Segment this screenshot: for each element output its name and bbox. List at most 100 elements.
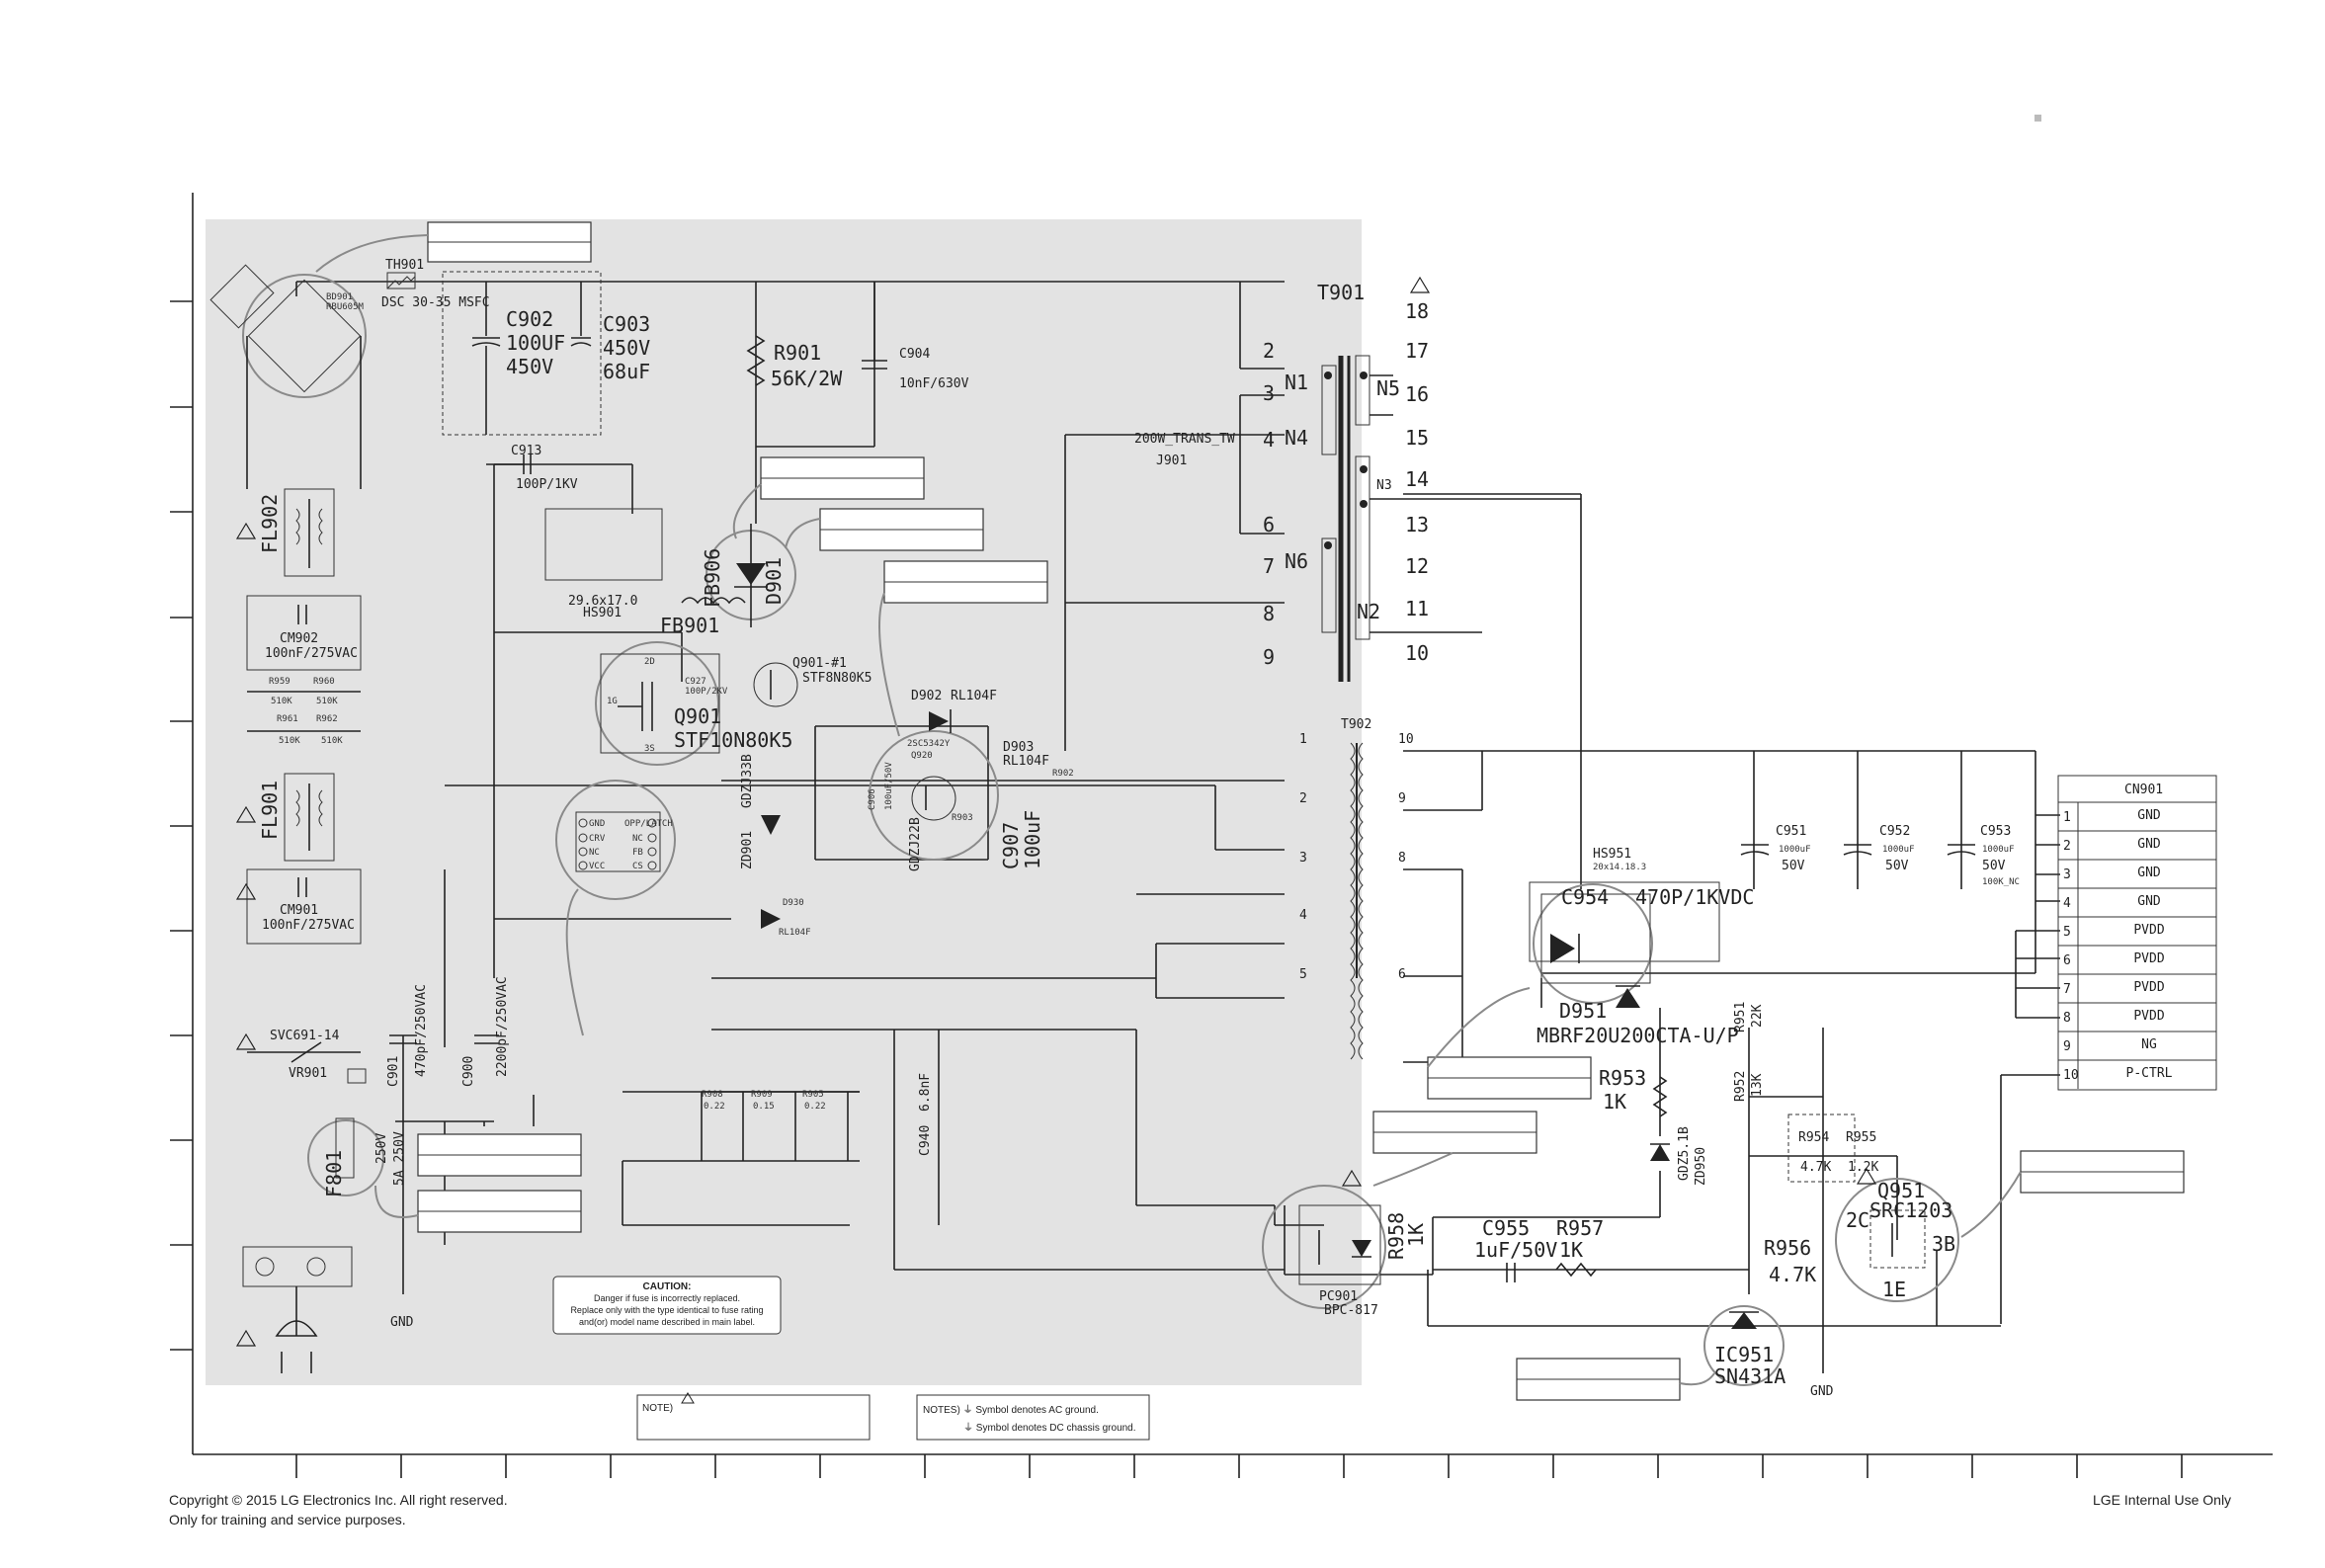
r957-label: R957 [1556,1216,1604,1240]
fb901-label: FB901 [660,614,719,637]
svg-text:CRV: CRV [589,834,606,844]
svg-text:OPP/LATCH: OPP/LATCH [624,819,673,829]
cn901-pin-number: 3 [2063,867,2071,882]
warning-icon [235,1329,257,1347]
diode-d902: D902 RL104F [911,689,997,733]
cn901-pin-number: 8 [2063,1011,2071,1026]
q901-1-part: STF8N80K5 [802,671,872,686]
ic951-label: IC951 [1714,1343,1774,1366]
capacitor-cm901: CM901 100nF/275VAC [246,868,362,945]
t902-pin-left: 4 [1299,908,1307,923]
r959-label: R959 [269,677,291,687]
c953-label: C953 [1980,824,2011,839]
fl902-label: FL902 [258,494,282,553]
hs901-dim: 29.6x17.0 [568,594,637,609]
c902-label: C902 [506,307,553,331]
trans-label: 200W_TRANS_TW [1134,432,1235,447]
d902-label: D902 [911,689,942,703]
capacitor-c940: C940 6.8nF [918,1030,940,1225]
t901-pin-left: 7 [1263,554,1275,578]
t901-pin-left: 6 [1263,513,1275,536]
t902-pin-left: 2 [1299,791,1307,806]
cn901-pin-number: 10 [2063,1068,2079,1083]
t901-pin-left: 2 [1263,339,1275,363]
warning-icon [235,882,257,900]
c913-label: C913 [511,444,541,458]
r962-value: 510K [321,736,343,746]
t901-pin-left: 4 [1263,428,1275,452]
r951-label: R951 [1733,1002,1748,1032]
n5-label: N5 [1376,376,1400,400]
th901-label: TH901 [385,258,424,273]
t902-pin-right: 10 [1398,732,1414,747]
d901-label: D901 [762,557,786,605]
d902-part: RL104F [951,689,997,703]
c951-value: 1000uF [1779,845,1811,855]
bridge-rectifier-bd901: BD901 RBU605M [209,264,367,398]
r956-label: R956 [1764,1236,1811,1260]
r905-label: R905 [802,1090,824,1100]
c952-label: C952 [1879,824,1910,839]
c952-voltage: 50V [1885,859,1909,873]
r953-value: 1K [1603,1090,1626,1114]
dsc-label: DSC 30-35 MSFC [381,295,490,310]
c955-label: C955 [1482,1216,1530,1240]
transistor-q920: 2SC5342Y Q920 C906 100uF/50V R903 [868,730,999,861]
caution-line1: Danger if fuse is incorrectly replaced. [594,1293,740,1303]
t901-pin-right: 13 [1405,513,1429,536]
r908-label: R908 [702,1090,723,1100]
t902-pin-left: 1 [1299,732,1307,747]
t901-pin-right: 10 [1405,641,1429,665]
hs951-dim: 20x14.18.3 [1593,863,1646,872]
cn901-pin-name: PVDD [2133,923,2164,938]
cm902-label: CM902 [280,631,318,646]
r955-label: R955 [1846,1130,1876,1145]
c940-label: C940 [918,1125,933,1156]
r909-value: 0.15 [753,1102,775,1112]
q901-1-label: Q901-#1 [792,656,847,671]
t901-pin-right: 17 [1405,339,1429,363]
svg-text:GND: GND [589,819,605,829]
y-capacitors: C901 470pF/250VAC C900 2200pF/250VAC [386,976,510,1087]
t902-pin-left: 3 [1299,851,1307,866]
note-dc-text: ⏚ Symbol denotes DC chassis ground. [963,1422,1136,1434]
c903-value1: 450V [603,336,650,360]
t901-label: T901 [1317,281,1365,304]
cn901-pin-name: GND [2137,894,2161,909]
caution-box: CAUTION: Danger if fuse is incorrectly r… [552,1276,782,1335]
optocoupler-pc901: PC901 BPC-817 R958 1K [1262,1185,1428,1318]
q951-label: Q951 [1877,1179,1925,1202]
j901-label: J901 [1156,454,1187,468]
zd901-label: ZD901 [740,831,755,869]
r957-value: 1K [1559,1238,1583,1262]
t902-pin-right: 6 [1398,967,1406,982]
cn901-label: CN901 [2124,783,2163,797]
warning-icons [235,276,1877,1347]
primary-shaded-area [206,219,1362,1385]
cn901-pin-name: PVDD [2133,1009,2164,1024]
n1-label: N1 [1285,371,1308,394]
note-ac-text: NOTES) ⏚ Symbol denotes AC ground. [923,1404,1099,1416]
svg-text:FB: FB [632,848,643,858]
pc901-label: PC901 [1319,1289,1358,1304]
svc-label: SVC691-14 [270,1029,340,1043]
c903-value2: 68uF [603,360,650,383]
vr901-label: VR901 [289,1066,327,1081]
c953-voltage: 50V [1982,859,2006,873]
svg-text:CS: CS [632,862,643,871]
cn901-pin-name: GND [2137,837,2161,852]
transistor-q951: Q951 SRC1203 2C 3B 1E [1835,1178,1959,1302]
cn901-pin-name: GND [2137,866,2161,880]
c900-value: 2200pF/250VAC [495,976,510,1077]
capacitor-c907: C907 100uF [999,810,1044,869]
r962-label: R962 [316,714,338,724]
r951-value: 22K [1750,1004,1765,1028]
r905-value: 0.22 [804,1102,826,1112]
cn901-pin-number: 4 [2063,896,2071,911]
t902-pin-right: 9 [1398,791,1406,806]
bd901-part: RBU605M [326,302,365,312]
